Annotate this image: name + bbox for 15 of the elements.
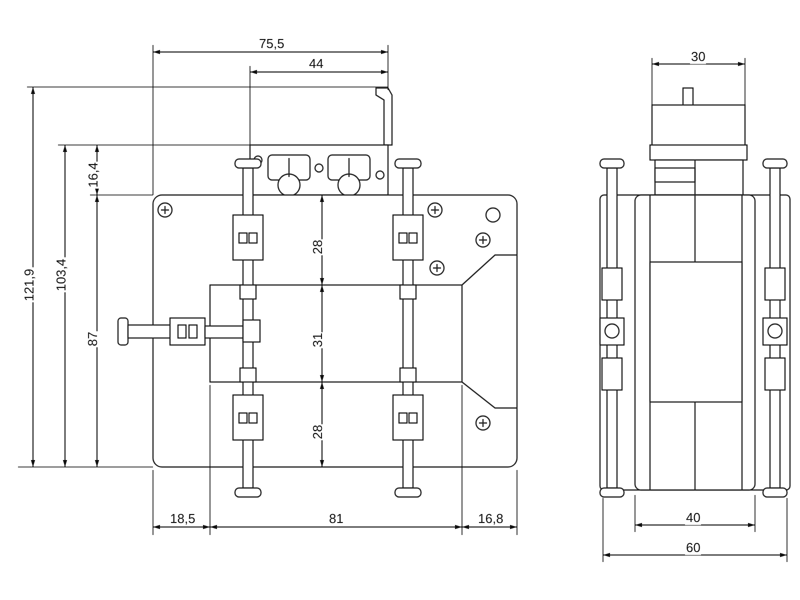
dimension-label: 28 <box>311 424 326 440</box>
dimension-label: 16,8 <box>477 512 504 526</box>
dimension-label: 103,4 <box>54 258 68 292</box>
dimension-label: 40 <box>685 511 702 525</box>
dimension-label: 44 <box>308 57 324 71</box>
dimension-label: 121,9 <box>22 268 36 302</box>
dimension-label: 87 <box>86 330 100 348</box>
dimension-label: 30 <box>690 50 706 64</box>
dimension-label: 75,5 <box>258 37 286 51</box>
dimension-label: 81 <box>328 512 344 526</box>
dimension-label: 16,4 <box>86 161 100 189</box>
dimension-label: 18,5 <box>169 512 196 526</box>
dimension-label: 31 <box>311 332 326 348</box>
dimension-label: 28 <box>311 238 326 256</box>
dimension-label: 60 <box>685 541 702 555</box>
